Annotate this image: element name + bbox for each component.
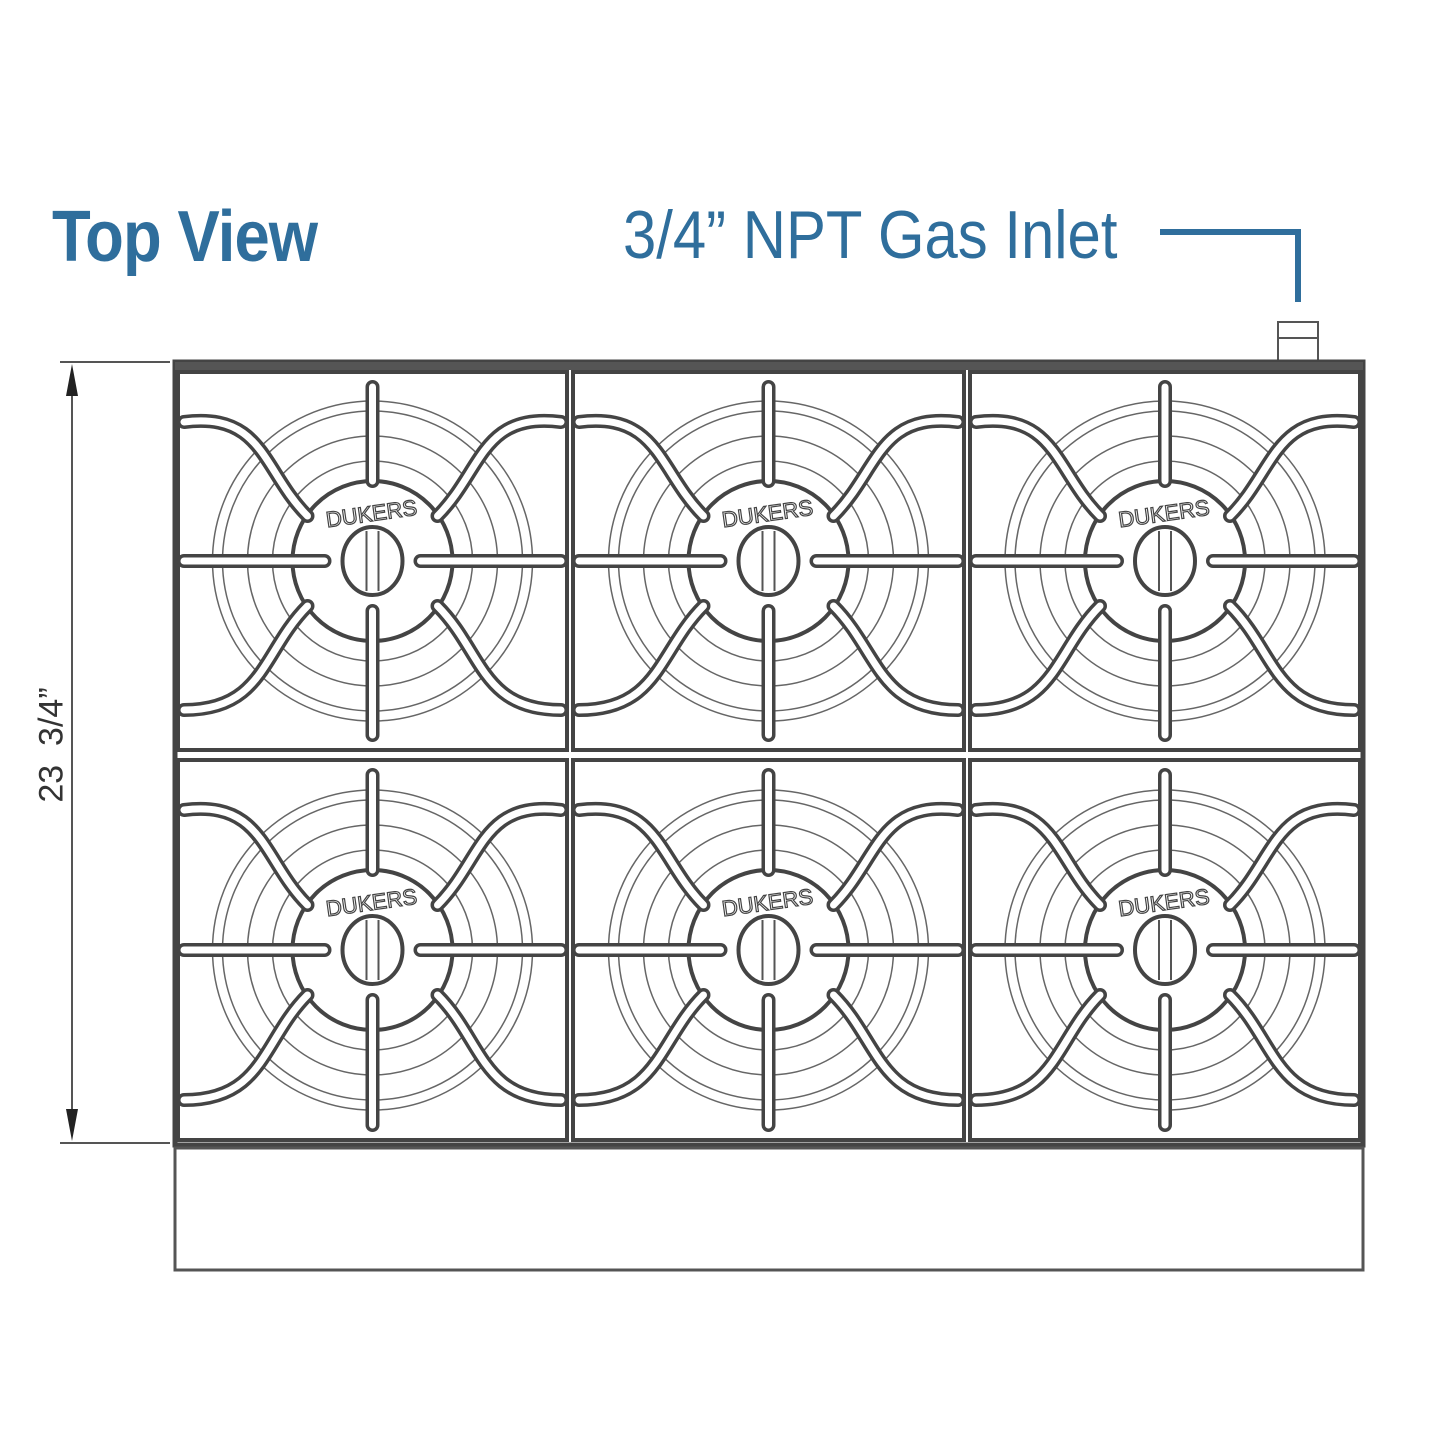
- gas-inlet-label: 3/4” NPT Gas Inlet: [623, 197, 1118, 273]
- depth-dimension-line: [60, 361, 170, 1144]
- gas-inlet-leader: [1160, 229, 1301, 302]
- burner-grate-3: DUKERS: [968, 370, 1362, 752]
- diagram-title: Top View: [52, 197, 318, 277]
- front-panel: [173, 1146, 1365, 1272]
- burner-grate-6: DUKERS: [968, 758, 1362, 1142]
- burner-grate-2: DUKERS: [571, 370, 966, 752]
- burner-grate-5: DUKERS: [571, 758, 966, 1142]
- burner-grate-1: DUKERS: [176, 370, 569, 752]
- burner-grate-4: DUKERS: [176, 758, 569, 1142]
- gas-inlet-fitting: [1277, 321, 1319, 363]
